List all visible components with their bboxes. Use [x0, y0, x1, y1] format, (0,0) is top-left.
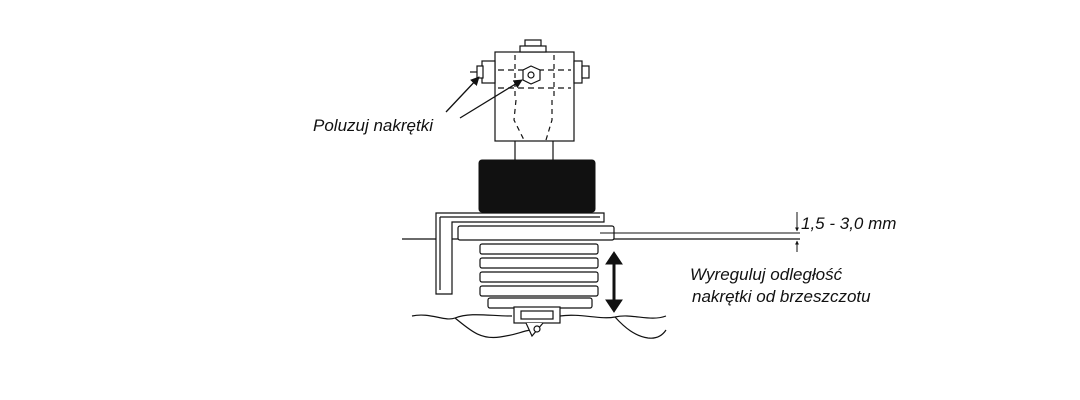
- gap-dimension-marker: [600, 212, 800, 252]
- adjust-double-arrow-icon: [605, 251, 623, 313]
- base-surface: [411, 314, 667, 339]
- side-screw-right-icon: [573, 60, 590, 84]
- loosen-nuts-label: Poluzuj nakrętki: [313, 116, 434, 135]
- gap-range-label: 1,5 - 3,0 mm: [801, 214, 897, 233]
- washer-stack: [457, 225, 615, 309]
- black-guide-block: [478, 159, 596, 213]
- l-bracket: [435, 212, 605, 295]
- adjust-distance-label-line2: nakrętki od brzeszczotu: [692, 287, 871, 306]
- hex-nut-center-icon: [522, 65, 541, 85]
- loosen-leader-arrows: [445, 76, 523, 119]
- adjust-distance-label-line1: Wyreguluj odległość: [690, 265, 843, 284]
- bottom-bolt-icon: [513, 306, 561, 338]
- guide-block: [494, 39, 575, 160]
- side-screw-left-icon: [470, 60, 496, 84]
